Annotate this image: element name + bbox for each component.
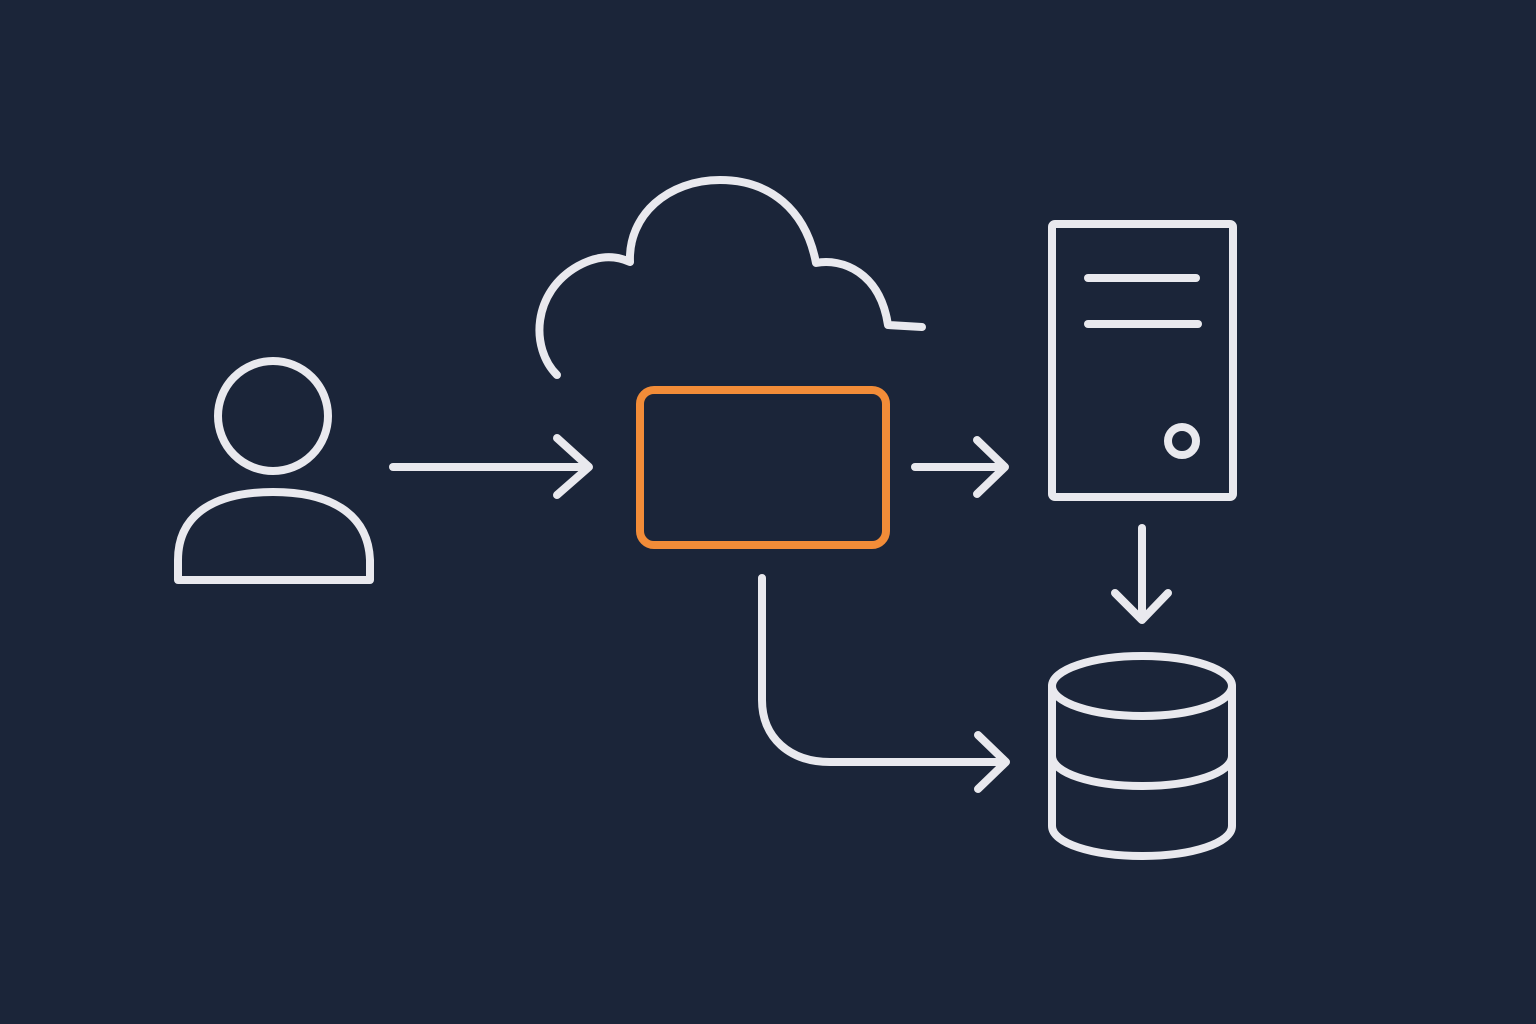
cloud-icon <box>535 176 926 379</box>
arrow-server-to-database <box>1111 524 1172 624</box>
gateway-box <box>636 386 890 549</box>
arrow-gateway-to-database <box>758 574 1010 793</box>
arrow-gateway-to-server <box>911 436 1009 498</box>
server-icon <box>1048 220 1237 501</box>
database-icon <box>1048 652 1236 860</box>
arrow-user-to-gateway <box>389 434 593 499</box>
user-icon <box>174 357 374 584</box>
